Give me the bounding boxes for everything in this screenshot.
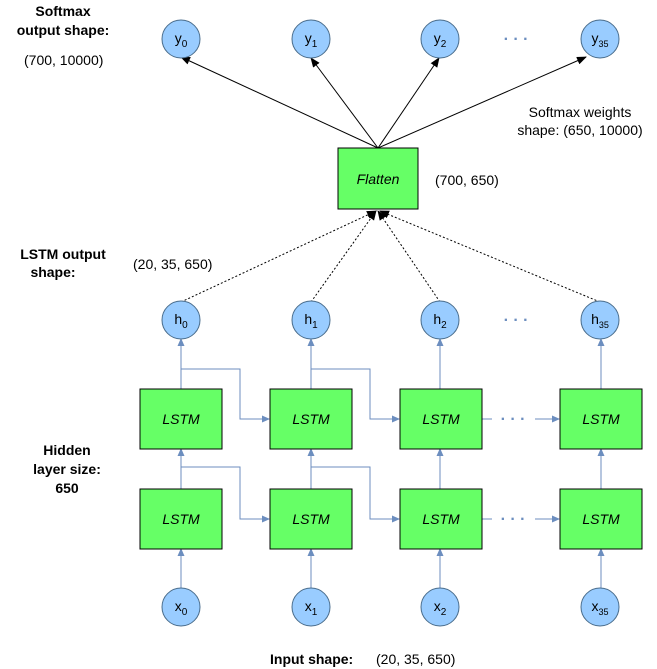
ellipsis-lstm-bottom: · · ·: [501, 511, 526, 528]
hidden-title-line2: layer size:: [33, 461, 101, 477]
input-node-2: [420, 587, 460, 627]
lstm-output-title-line2: shape:: [30, 264, 76, 280]
edge-flatten-y0: [180, 56, 379, 149]
edge-h1-flatten: [310, 210, 377, 303]
input-nodes: x0 x1 x2 x35: [161, 587, 620, 627]
lstm-bottom-row: [139, 488, 643, 550]
edge-flatten-y2: [377, 57, 440, 149]
hidden-title-line3: 650: [55, 480, 79, 496]
input-node-1: [291, 587, 331, 627]
lstm-top-row: [139, 388, 643, 450]
output-node-label-2: y2: [434, 30, 447, 50]
input-shape-value: (20, 35, 650): [376, 651, 456, 667]
lstm-label-bottom-2: LSTM: [422, 511, 460, 527]
input-node-35: [580, 587, 620, 627]
hidden-node-label-35: h35: [591, 311, 609, 330]
output-node-2: [420, 19, 460, 59]
lstm-label-top-1: LSTM: [292, 411, 330, 427]
edge-h35-flatten: [379, 210, 601, 303]
lstm-cell-bottom-35: [559, 488, 643, 550]
output-node-0: [161, 19, 201, 59]
output-node-35: [580, 19, 620, 59]
hidden-node-label-0: h0: [174, 311, 188, 331]
lstm-label-top-35: LSTM: [582, 411, 620, 427]
hidden-node-label-1: h1: [304, 311, 318, 331]
hidden-node-1: [291, 300, 331, 340]
hidden-title-line1: Hidden: [43, 442, 91, 458]
input-node-0: [161, 587, 201, 627]
lstm-output-shape: (20, 35, 650): [133, 256, 213, 272]
output-node-label-0: y0: [175, 30, 188, 50]
lstm-label-bottom-1: LSTM: [292, 511, 330, 527]
input-node-label-35: x35: [591, 598, 608, 617]
softmax-title-line2: output shape:: [16, 22, 110, 38]
softmax-weights-line2: shape: (650, 10000): [517, 122, 643, 138]
hidden-node-35: [580, 300, 620, 340]
lstm-cell-bottom-1: [269, 488, 353, 550]
lstm-cell-top-1: [269, 388, 353, 450]
recurrent-top-0-1: [181, 368, 270, 423]
hidden-node-0: [161, 300, 201, 340]
softmax-weights-line1: Softmax weights: [528, 104, 632, 120]
flatten-node: Flatten: [337, 147, 419, 210]
lstm-output-title-line1: LSTM output: [20, 246, 106, 262]
lstm-labels: LSTM LSTM LSTM LSTM LSTM LSTM LSTM LSTM: [162, 411, 620, 527]
lstm-cell-bottom-0: [139, 488, 223, 550]
softmax-title-line1: Softmax: [35, 3, 91, 19]
hidden-to-flatten-edges: [180, 210, 601, 303]
lstm-cell-bottom-2: [399, 488, 483, 550]
flatten-shape: (700, 650): [435, 172, 499, 188]
hidden-state-nodes: h0 h1 h2 h35: [161, 300, 620, 340]
lstm-label-top-0: LSTM: [162, 411, 200, 427]
flatten-to-output-edges: [180, 56, 587, 149]
edge-flatten-y1: [310, 57, 379, 149]
lstm-cell-top-0: [139, 388, 223, 450]
lstm-cell-top-2: [399, 388, 483, 450]
ellipsis-group: · · · · · · · · · · · ·: [501, 31, 529, 528]
ellipsis-outputs: · · ·: [504, 31, 529, 48]
lstm-cell-top-35: [559, 388, 643, 450]
input-node-label-0: x0: [175, 598, 188, 618]
lstm-label-top-2: LSTM: [422, 411, 460, 427]
output-node-1: [291, 19, 331, 59]
edge-flatten-y35: [377, 56, 587, 149]
edge-h2-flatten: [377, 210, 441, 303]
lstm-connectors: [177, 338, 605, 588]
lstm-label-bottom-0: LSTM: [162, 511, 200, 527]
ellipsis-hidden: · · ·: [504, 312, 529, 329]
recurrent-bottom-0-1: [181, 466, 270, 523]
flatten-label: Flatten: [357, 171, 400, 187]
softmax-shape: (700, 10000): [24, 52, 104, 68]
output-node-label-35: y35: [591, 30, 608, 49]
output-node-label-1: y1: [305, 30, 318, 50]
ellipsis-lstm-top: · · ·: [501, 411, 526, 428]
recurrent-bottom-1-2: [311, 466, 400, 523]
input-node-label-2: x2: [434, 598, 447, 618]
hidden-node-label-2: h2: [433, 311, 447, 331]
output-nodes: y0 y1 y2 y35: [161, 19, 620, 59]
input-shape-title: Input shape:: [270, 651, 354, 667]
input-node-label-1: x1: [305, 598, 318, 618]
lstm-label-bottom-35: LSTM: [582, 511, 620, 527]
hidden-node-2: [420, 300, 460, 340]
recurrent-top-1-2: [311, 368, 400, 423]
